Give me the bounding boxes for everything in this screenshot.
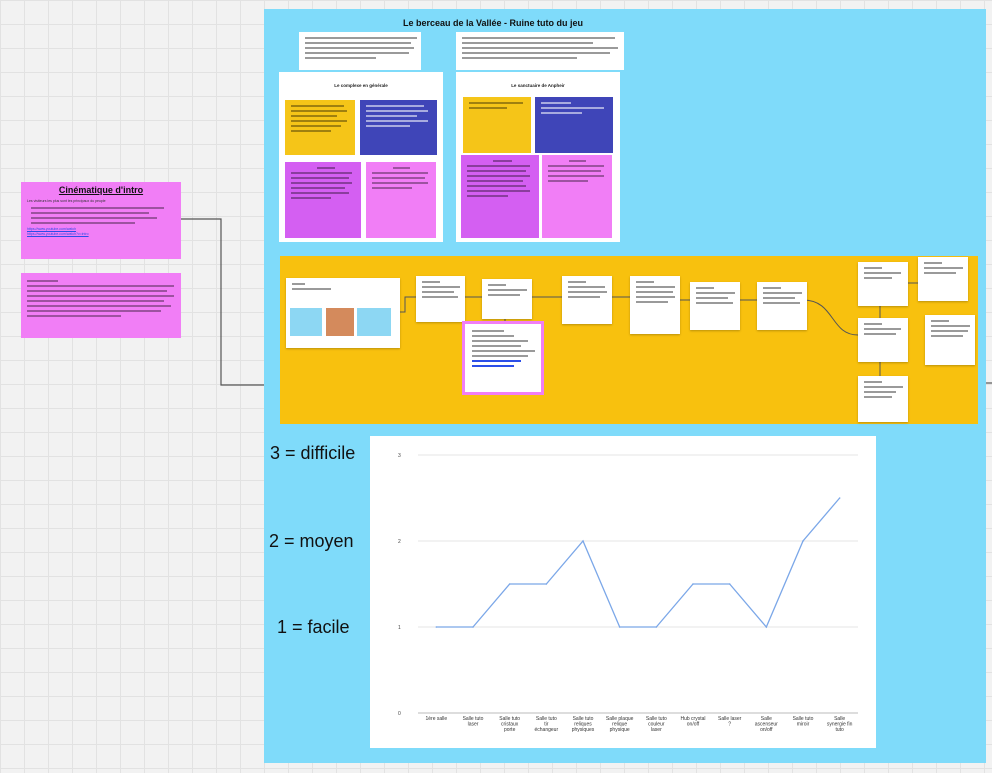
data-point xyxy=(728,583,731,585)
flow-node-11[interactable] xyxy=(925,315,975,365)
intro-text-right[interactable] xyxy=(456,32,624,70)
sticky-purple-1[interactable] xyxy=(285,162,361,238)
flow-node-12[interactable] xyxy=(858,376,908,422)
intro-card[interactable]: Cinématique d'intro Les visiteurs les pl… xyxy=(21,182,181,259)
flow-node-3-detail[interactable] xyxy=(462,321,544,395)
flow-node-3[interactable] xyxy=(482,279,532,319)
data-point xyxy=(802,540,804,542)
data-point xyxy=(838,497,841,499)
intro-body: Les visiteurs les plus sont les principa… xyxy=(27,199,106,203)
data-point xyxy=(435,626,438,628)
legend-medium: 2 = moyen xyxy=(269,531,354,551)
intro-title: Cinématique d'intro xyxy=(58,185,144,195)
sticky-yellow-2[interactable] xyxy=(463,97,531,153)
flow-node-2[interactable] xyxy=(416,276,465,322)
sticky-pink-1[interactable] xyxy=(366,162,436,238)
flow-node-4[interactable] xyxy=(562,276,612,324)
intro-notes-card[interactable] xyxy=(21,273,181,338)
flow-node-10[interactable] xyxy=(858,318,908,362)
y-tick-label: 0 xyxy=(398,711,401,717)
flow-node-8[interactable] xyxy=(858,262,908,306)
x-tick-label: 1ère salle xyxy=(425,716,447,722)
y-tick-label: 2 xyxy=(398,539,401,545)
flow-node-9[interactable] xyxy=(918,257,968,301)
legend-difficult: 3 = difficile xyxy=(270,443,356,463)
sticky-yellow-1[interactable] xyxy=(285,100,355,155)
data-point xyxy=(545,583,548,585)
board-title: Le berceau de la Vallée - Ruine tuto du … xyxy=(402,18,584,28)
sticky-pink-2[interactable] xyxy=(542,155,612,238)
section-sanctuary-title: Le sanctuaire de Anpheir xyxy=(511,83,565,88)
flow-node-5[interactable] xyxy=(630,276,680,334)
intro-connector xyxy=(181,218,266,386)
flow-node-7[interactable] xyxy=(757,282,807,330)
intro-link-2[interactable]: https://www.youtube.com/watch?v=intro xyxy=(27,232,89,236)
flow-node-start[interactable] xyxy=(286,278,400,348)
data-point xyxy=(508,583,511,585)
data-point xyxy=(765,626,768,628)
series-line xyxy=(436,497,841,629)
y-tick-label: 3 xyxy=(398,453,401,459)
data-point xyxy=(618,626,621,628)
flow-node-6[interactable] xyxy=(690,282,740,330)
sticky-blue-1[interactable] xyxy=(360,100,437,155)
section-complex-title: Le complexe en générale xyxy=(334,83,388,88)
legend-easy: 1 = facile xyxy=(277,617,350,637)
sticky-blue-2[interactable] xyxy=(535,97,613,153)
difficulty-chart-card[interactable] xyxy=(370,436,876,748)
sticky-purple-2[interactable] xyxy=(461,155,539,238)
data-point xyxy=(692,583,694,585)
x-tick-label: Salle laser? xyxy=(718,716,742,728)
intro-text-left[interactable] xyxy=(299,32,421,70)
data-point xyxy=(582,540,584,542)
y-tick-label: 1 xyxy=(398,625,401,631)
data-point xyxy=(655,626,658,628)
data-point xyxy=(472,626,474,628)
intro-link-1[interactable]: https://www.youtube.com/watch xyxy=(27,227,77,231)
